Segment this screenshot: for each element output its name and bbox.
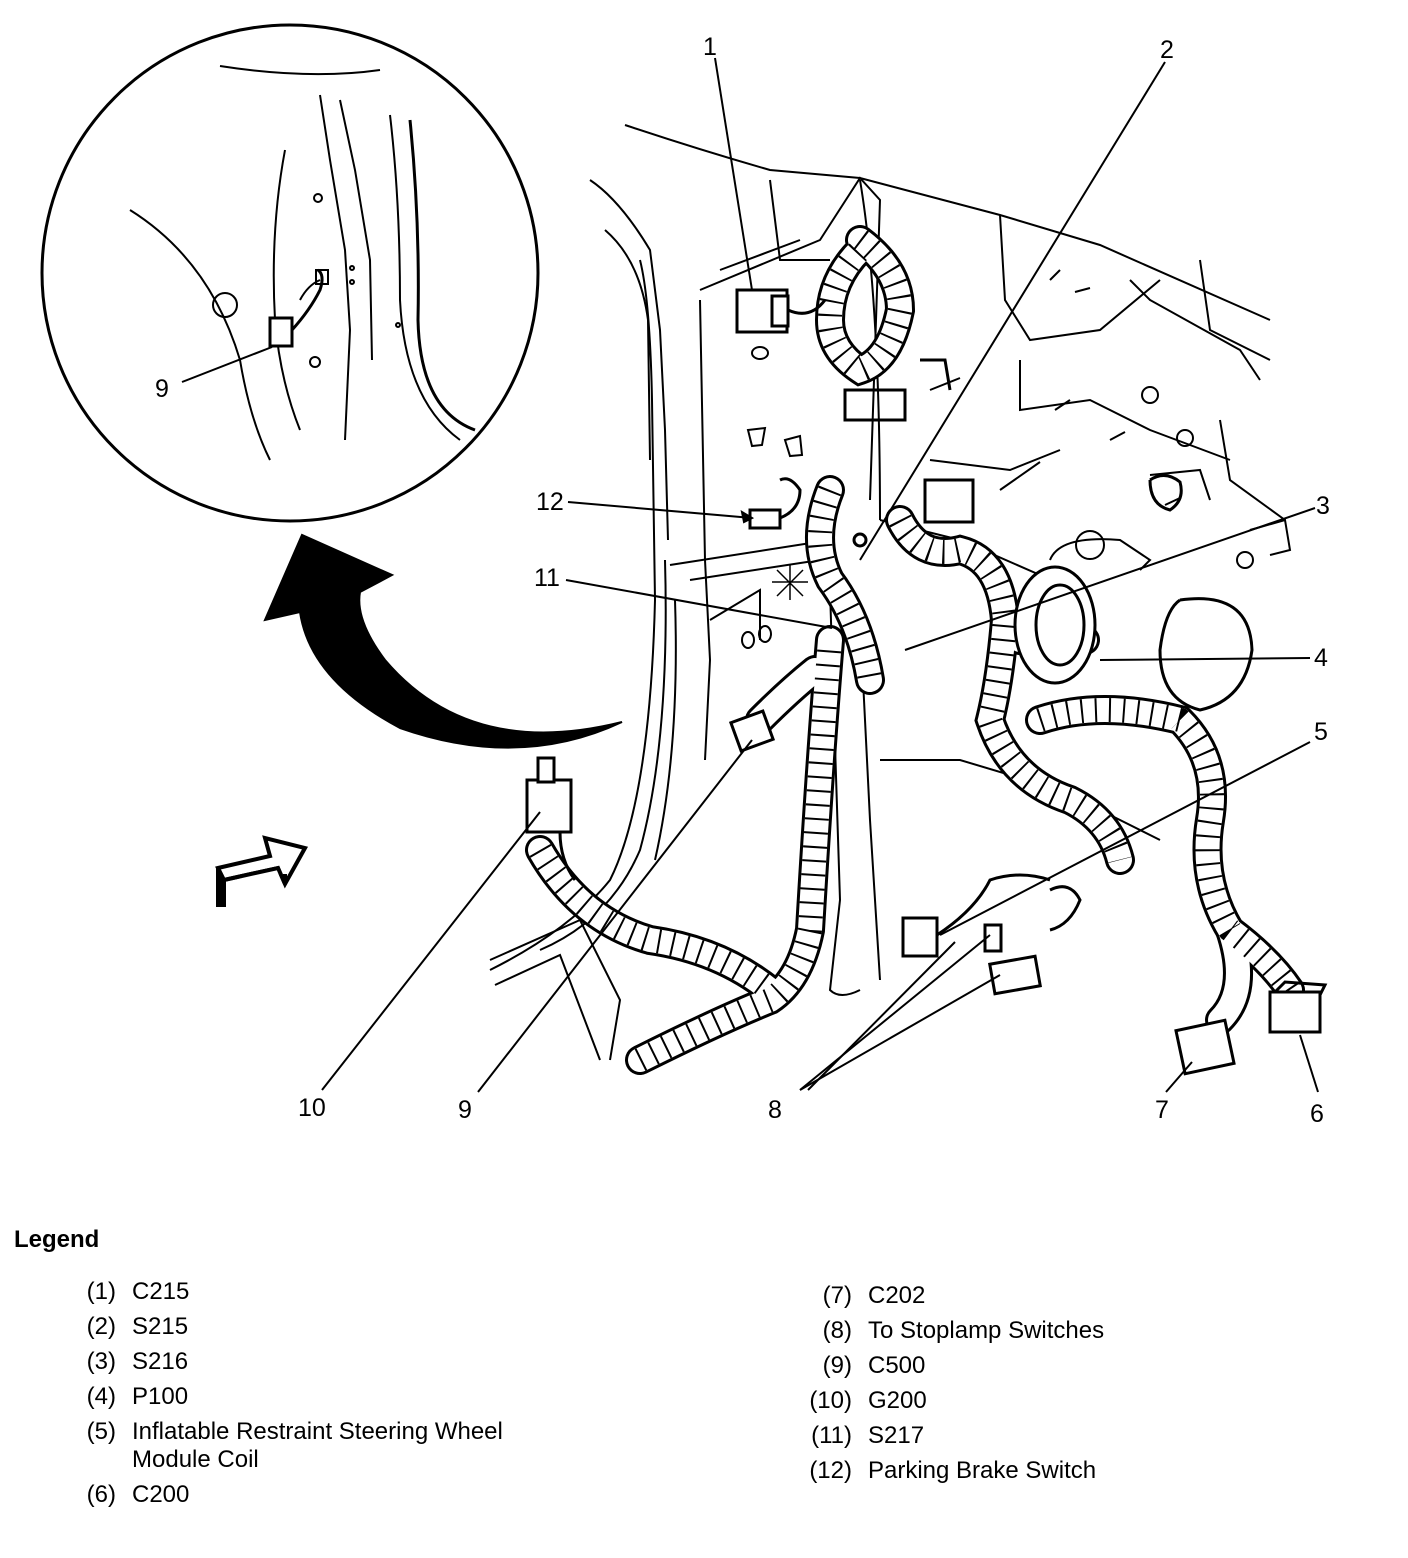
legend-item-number: (5)	[86, 1418, 116, 1445]
view-direction-arrow-icon	[215, 835, 309, 907]
callout-8: 8	[768, 1096, 782, 1124]
callout-12: 12	[536, 488, 564, 516]
callout-5: 5	[1314, 718, 1328, 746]
legend-item-label: C500	[868, 1352, 926, 1379]
components	[525, 288, 1328, 1076]
leader-12	[567, 501, 753, 519]
parking-brake-switch-icon	[748, 508, 782, 530]
legend-item-label: S216	[132, 1348, 189, 1375]
legend-item-number: (7)	[822, 1282, 852, 1309]
legend-item: (5) Inflatable Restraint Steering Wheel M…	[60, 1418, 572, 1474]
wiring-harness-diagram: 9	[40, 23, 1330, 1128]
connector-c200-icon	[1268, 990, 1322, 1034]
inset-circle	[40, 23, 540, 523]
legend-item-number: (6)	[86, 1481, 116, 1508]
callout-6: 6	[1310, 1100, 1324, 1128]
legend-item-number: (9)	[822, 1352, 852, 1379]
legend-item: (7) C202	[800, 1282, 1308, 1310]
legend-item: (1) C215	[60, 1278, 572, 1306]
legend-right-column: (7)C202 (8)To Stoplamp Switches (9)C500 …	[800, 1282, 1308, 1494]
leader-3	[904, 507, 1316, 651]
legend-item-label: S215	[132, 1313, 189, 1340]
legend-item: (3) S216	[60, 1348, 572, 1376]
leader-2	[859, 61, 1166, 561]
legend-item-number: (4)	[86, 1383, 116, 1410]
connector-g200-icon	[525, 778, 573, 834]
legend-item: (4) P100	[60, 1383, 572, 1411]
legend-item-number: (12)	[809, 1457, 852, 1484]
curved-arrow-icon	[263, 533, 623, 749]
callout-9: 9	[458, 1096, 472, 1124]
callout-4: 4	[1314, 644, 1328, 672]
inset-leader-9	[181, 346, 273, 383]
leader-5	[939, 741, 1311, 936]
legend-title: Legend	[14, 1226, 100, 1253]
connector-c500-icon	[728, 709, 776, 753]
callout-11: 11	[534, 564, 560, 592]
leader-8b	[799, 974, 1001, 1091]
legend-item-label: C202	[868, 1282, 926, 1309]
callout-10: 10	[298, 1094, 326, 1122]
legend-item-label: G200	[868, 1387, 927, 1414]
legend-item-number: (11)	[811, 1422, 852, 1449]
detail-inset	[40, 23, 540, 523]
leader-9	[477, 739, 753, 1093]
leader-8c	[807, 941, 956, 1091]
leader-4	[1099, 657, 1311, 661]
legend-item-number: (1)	[86, 1278, 116, 1305]
leader-7	[1165, 1061, 1193, 1093]
leader-1	[714, 57, 753, 291]
legend-item-label: Inflatable Restraint Steering Wheel Modu…	[132, 1418, 503, 1473]
legend-item-label: P100	[132, 1383, 189, 1410]
legend-item-label: Parking Brake Switch	[868, 1457, 1097, 1484]
legend-item-label: C200	[132, 1481, 190, 1508]
leader-lines	[321, 57, 1319, 1093]
legend-item: (10) G200	[800, 1387, 1308, 1415]
legend-item-number: (2)	[86, 1313, 116, 1340]
legend-item: (9) C500	[800, 1352, 1308, 1380]
callout-3: 3	[1316, 492, 1330, 520]
leader-11	[565, 579, 833, 629]
callout-1: 1	[703, 33, 717, 61]
leader-8a	[799, 934, 991, 1091]
legend-left-column: (1) C215 (2) S215 (3) S216 (4) P100 (5) Infla…	[60, 1278, 572, 1518]
legend-item: (12) Parking Brake Switch	[800, 1457, 1308, 1485]
inset-connector-icon	[268, 316, 294, 348]
callout-2: 2	[1160, 36, 1174, 64]
leader-10	[321, 811, 541, 1091]
harness-bundles	[525, 225, 1305, 1075]
connector-c202-icon	[1174, 1018, 1236, 1076]
legend-item: (6) C200	[60, 1481, 572, 1509]
leader-6	[1299, 1034, 1319, 1093]
legend-item-label: S217	[868, 1422, 925, 1449]
legend-item-number: (8)	[822, 1317, 852, 1344]
legend-item: (11) S217	[800, 1422, 1308, 1450]
legend-item: (8) To Stoplamp Switches	[800, 1317, 1308, 1345]
legend-item-number: (3)	[86, 1348, 116, 1375]
legend-item: (2) S215	[60, 1313, 572, 1341]
legend-item-label: To Stoplamp Switches	[868, 1317, 1105, 1344]
legend-item-number: (10)	[809, 1387, 852, 1414]
stoplamp-switch-icon	[901, 916, 939, 958]
inset-callout-9: 9	[155, 375, 169, 403]
callout-7: 7	[1155, 1096, 1169, 1124]
legend-item-label: C215	[132, 1278, 190, 1305]
harness-illustration: 9	[40, 23, 1330, 1128]
